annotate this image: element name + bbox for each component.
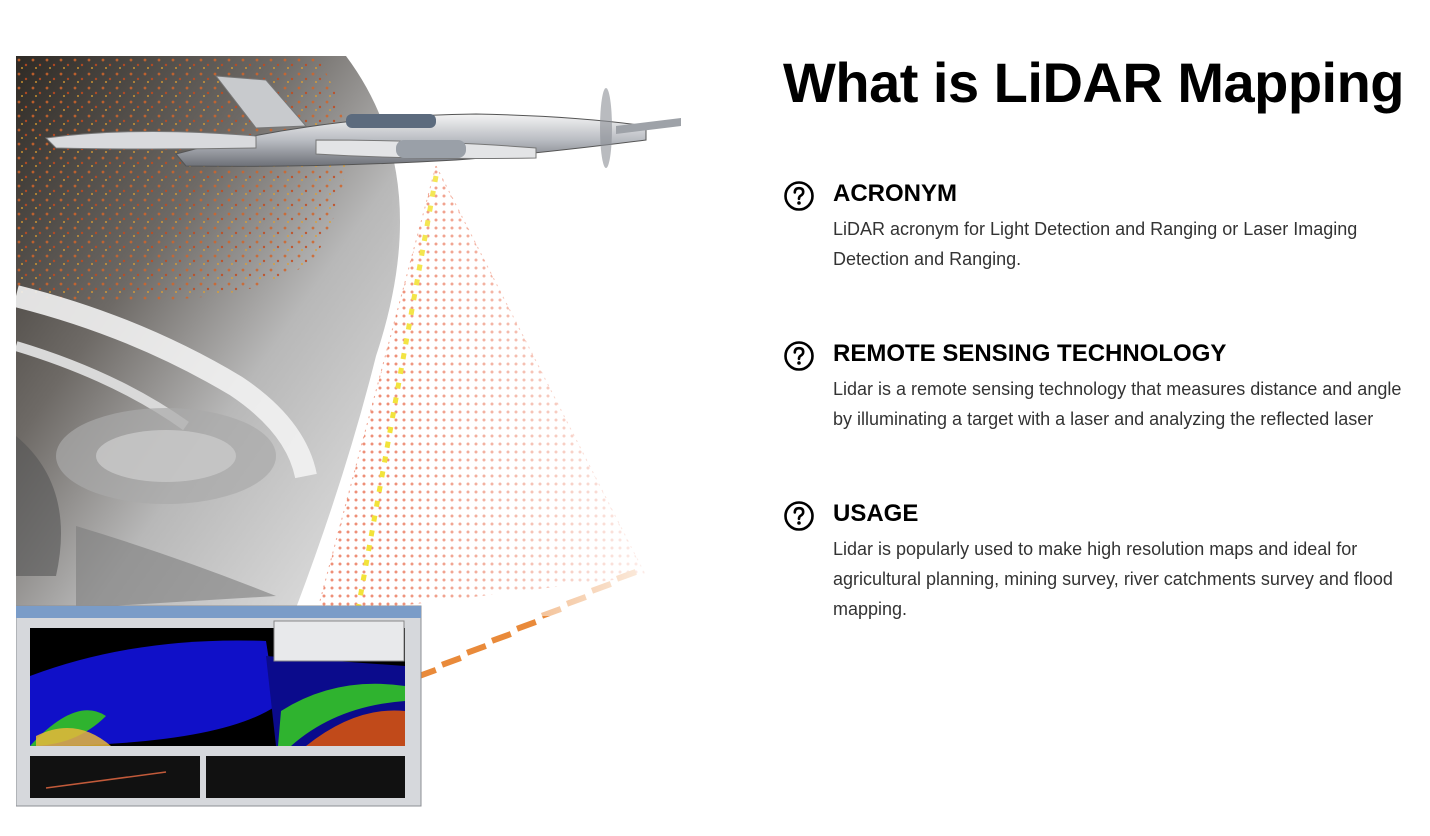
airplane bbox=[44, 75, 681, 168]
page-title: What is LiDAR Mapping bbox=[783, 51, 1405, 114]
feature-description: Lidar is popularly used to make high res… bbox=[833, 539, 1393, 619]
software-screenshot bbox=[16, 605, 422, 807]
feature-title: ACRONYM bbox=[833, 180, 957, 207]
lidar-info-section: What is LiDAR Mapping ACRONYM LiDAR acro… bbox=[783, 50, 1423, 619]
question-circle-icon bbox=[784, 341, 814, 371]
feature-title: USAGE bbox=[833, 500, 919, 527]
lidar-illustration bbox=[16, 56, 696, 808]
feature-title: REMOTE SENSING TECHNOLOGY bbox=[833, 340, 1227, 367]
lidar-airplane-scan-image bbox=[16, 56, 696, 807]
feature-description: LiDAR acronym for Light Detection and Ra… bbox=[833, 219, 1358, 269]
feature-description: Lidar is a remote sensing technology tha… bbox=[833, 379, 1402, 429]
question-circle-icon bbox=[784, 181, 814, 211]
question-circle-icon bbox=[784, 501, 814, 531]
